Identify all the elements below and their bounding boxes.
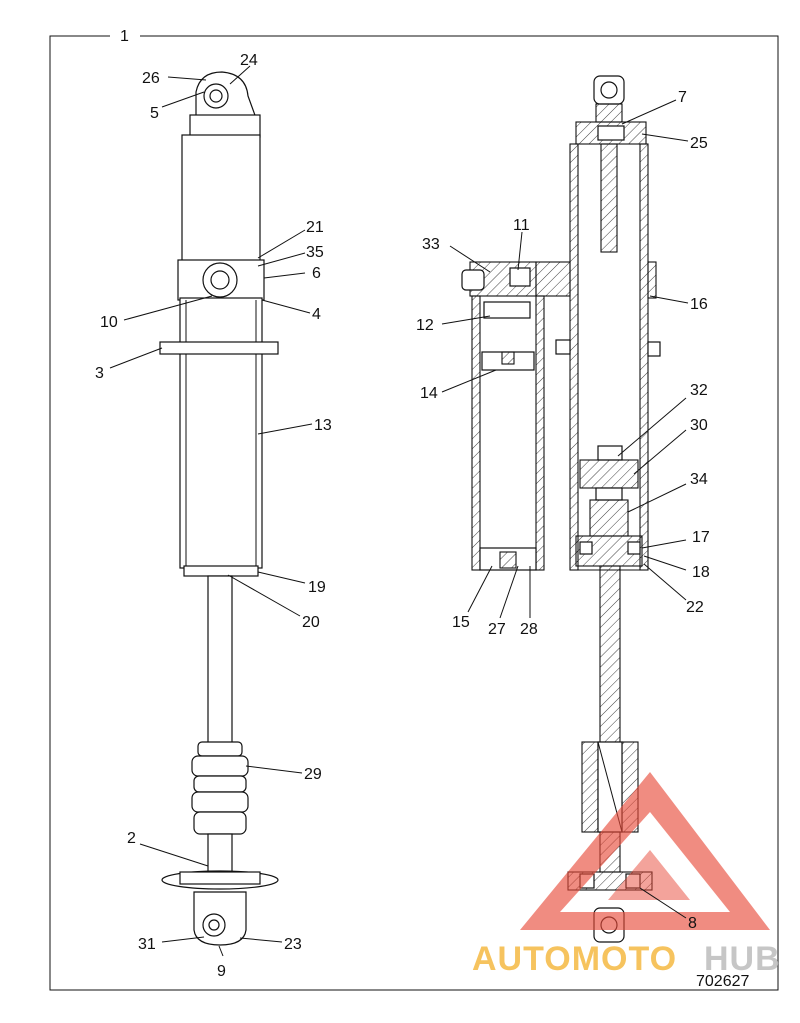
callout-11: 11	[513, 217, 530, 234]
hose-fitting-inner	[210, 270, 230, 290]
catalog-number: 702627	[696, 973, 749, 990]
section-hose-fitting	[461, 269, 485, 291]
callout-34: 34	[690, 471, 708, 488]
bump-stop	[191, 741, 249, 835]
callout-30: 30	[690, 417, 708, 434]
main-shock-body	[179, 297, 263, 569]
callout-8: 8	[688, 915, 697, 932]
top-cap	[189, 114, 261, 138]
callout-19: 19	[308, 579, 326, 596]
section-piston	[579, 459, 639, 489]
callout-labels: 26 24 5 21 35 6 10 4 3 13 19 20 29 2 31 …	[95, 52, 710, 980]
section-piston-nut	[597, 445, 623, 461]
section-reservoir-cap	[483, 301, 531, 319]
callout-25: 25	[690, 135, 708, 152]
callout-33: 33	[422, 236, 440, 253]
leader-lines	[109, 65, 689, 957]
upper-shock-body	[181, 134, 261, 264]
callout-31: 31	[138, 936, 156, 953]
section-valve-stack	[589, 499, 629, 537]
piston-shaft	[207, 575, 233, 747]
callout-5: 5	[150, 105, 159, 122]
callout-24: 24	[240, 52, 258, 69]
callout-2: 2	[127, 830, 136, 847]
callout-26: 26	[142, 70, 160, 87]
callout-23: 23	[284, 936, 302, 953]
callout-12: 12	[416, 317, 434, 334]
callout-32: 32	[690, 382, 708, 399]
callout-22: 22	[686, 599, 704, 616]
assembly-callout: 1	[120, 28, 129, 45]
section-inner-rod	[600, 143, 618, 253]
callout-7: 7	[678, 89, 687, 106]
shock-external-view	[159, 71, 279, 946]
section-reservoir-wall-left	[471, 295, 481, 571]
callout-21: 21	[306, 219, 324, 236]
callout-27: 27	[488, 621, 506, 638]
body-bottom-seal	[183, 565, 259, 577]
section-cylinder-wall-left	[569, 143, 579, 571]
callout-15: 15	[452, 614, 470, 631]
callout-35: 35	[306, 244, 324, 261]
callout-10: 10	[100, 314, 118, 331]
callout-17: 17	[692, 529, 710, 546]
watermark-triangle-logo	[520, 772, 770, 930]
callout-18: 18	[692, 564, 710, 581]
callout-4: 4	[312, 306, 321, 323]
figure-frame	[49, 35, 779, 991]
top-bushing-inner	[209, 89, 223, 103]
callout-6: 6	[312, 265, 321, 282]
callout-20: 20	[302, 614, 320, 631]
section-shaft	[599, 565, 621, 743]
callout-16: 16	[690, 296, 708, 313]
callout-3: 3	[95, 365, 104, 382]
callout-14: 14	[420, 385, 438, 402]
automotohub-watermark: AUTOMOTO HUB	[472, 772, 781, 978]
watermark-word-a: AUTOMOTO	[472, 940, 677, 978]
callout-9: 9	[217, 963, 226, 980]
section-reservoir-wall-right	[535, 295, 545, 571]
callout-29: 29	[304, 766, 322, 783]
callout-28: 28	[520, 621, 538, 638]
watermark-word-b: HUB	[704, 940, 781, 978]
spring-seat-collar	[159, 341, 279, 355]
callout-13: 13	[314, 417, 332, 434]
section-reservoir-flange	[535, 261, 571, 297]
lower-shaft	[207, 833, 233, 873]
